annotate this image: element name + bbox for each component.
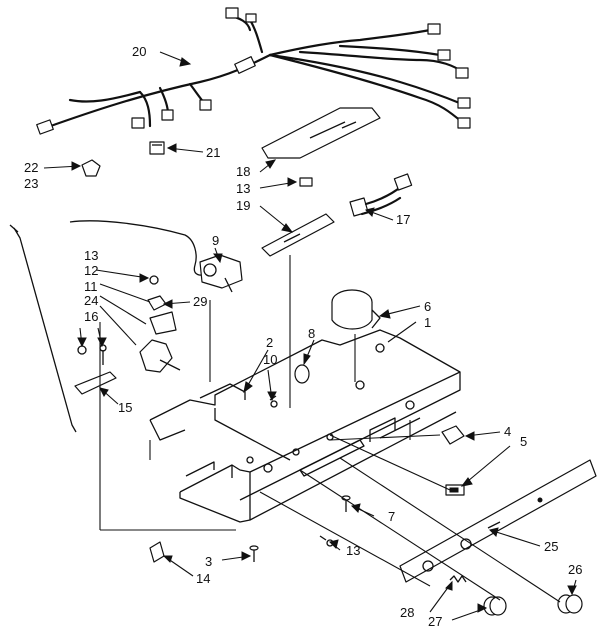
label-20: 20 [132, 44, 146, 59]
lever-assembly [74, 344, 117, 395]
label-7: 7 [388, 509, 395, 524]
label-3: 3 [205, 554, 212, 569]
knob-27 [483, 596, 507, 616]
label-8: 8 [308, 326, 315, 341]
thermostat-tube-19 [261, 213, 335, 257]
switch-4 [441, 425, 465, 445]
label-15: 15 [118, 400, 132, 415]
label-29: 29 [193, 294, 207, 309]
label-23: 23 [24, 176, 38, 191]
label-19: 19 [236, 198, 250, 213]
label-4: 4 [504, 424, 511, 439]
label-11: 11 [84, 279, 98, 294]
label-27: 27 [428, 614, 442, 629]
label-24: 24 [84, 293, 98, 308]
label-21: 21 [206, 145, 220, 160]
label-2: 2 [266, 335, 273, 350]
sensor-17 [299, 173, 413, 217]
label-13-mid: 13 [84, 248, 98, 263]
thermostat-9 [69, 220, 243, 293]
damper-motor-6 [331, 289, 381, 330]
label-5: 5 [520, 434, 527, 449]
screw-3 [249, 545, 259, 562]
label-1: 1 [424, 315, 431, 330]
label-10: 10 [263, 352, 277, 367]
label-17: 17 [396, 212, 410, 227]
grommet-8 [294, 364, 310, 384]
clip-21 [149, 141, 165, 155]
knob-bracket-assembly [139, 275, 181, 373]
label-18: 18 [236, 164, 250, 179]
label-9: 9 [212, 233, 219, 248]
clip-14 [149, 541, 165, 563]
label-16: 16 [84, 309, 98, 324]
label-14: 14 [196, 571, 210, 586]
control-cover [261, 107, 381, 159]
label-28: 28 [400, 605, 414, 620]
part-labels: 20 21 18 13 19 9 17 22 23 13 12 11 24 16… [24, 44, 582, 629]
label-26: 26 [568, 562, 582, 577]
label-6: 6 [424, 299, 431, 314]
alignment-lines [99, 255, 561, 603]
knob-26 [557, 594, 583, 614]
label-13-top: 13 [236, 181, 250, 196]
label-13-low: 13 [346, 543, 360, 558]
spring-28 [449, 575, 467, 583]
label-25: 25 [544, 539, 558, 554]
screw-13-lower [319, 535, 334, 547]
control-housing-1 [149, 329, 461, 523]
arrowheads [71, 57, 577, 613]
wiring-harness [36, 7, 471, 135]
label-12: 12 [84, 263, 98, 278]
label-22: 22 [24, 160, 38, 175]
clip-22 [81, 159, 101, 177]
faceplate-25 [399, 459, 597, 583]
rod-23 [9, 224, 77, 433]
